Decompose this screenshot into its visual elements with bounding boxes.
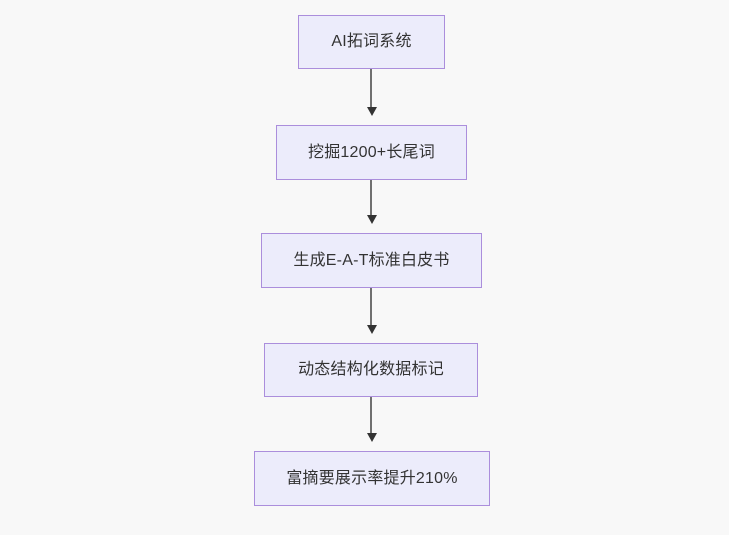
arrowhead-icon [367, 215, 377, 224]
flowchart-node-1[interactable]: AI拓词系统 [298, 15, 445, 69]
edge-line [370, 69, 372, 108]
edge-line [370, 288, 372, 326]
edge-line [370, 180, 372, 216]
edge-line [370, 397, 372, 434]
node-label: 动态结构化数据标记 [298, 361, 444, 378]
node-label: 生成E-A-T标准白皮书 [293, 251, 450, 269]
flowchart-node-2[interactable]: 挖掘1200+长尾词 [276, 125, 467, 180]
node-label: AI拓词系统 [331, 33, 412, 50]
arrowhead-icon [367, 107, 377, 116]
arrowhead-icon [367, 433, 377, 442]
arrowhead-icon [367, 325, 377, 334]
node-label: 挖掘1200+长尾词 [308, 143, 435, 161]
flowchart-node-3[interactable]: 生成E-A-T标准白皮书 [261, 233, 482, 288]
flowchart-node-5[interactable]: 富摘要展示率提升210% [254, 451, 490, 506]
node-label: 富摘要展示率提升210% [286, 469, 458, 487]
flowchart-node-4[interactable]: 动态结构化数据标记 [264, 343, 478, 397]
